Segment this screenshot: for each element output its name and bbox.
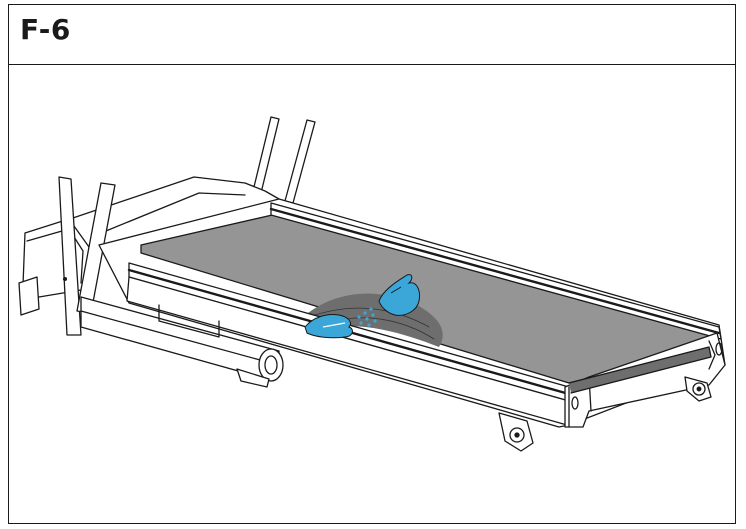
- panel-header: F-6: [9, 5, 735, 65]
- left-hand-icon: [304, 314, 353, 339]
- spray-dots-icon: [357, 307, 377, 327]
- rear-upright-post-2: [284, 119, 316, 204]
- treadmill-illustration: [18, 116, 726, 452]
- roller-bolt-far: [715, 342, 723, 356]
- base-foot: [236, 368, 270, 388]
- step-label: F-6: [20, 13, 71, 46]
- front-upright-post: [58, 176, 82, 336]
- right-hand-icon: [378, 274, 420, 316]
- instruction-panel: F-6: [8, 4, 736, 524]
- roller-bolt: [571, 396, 579, 410]
- rear-upright-post: [252, 116, 280, 194]
- base-wheel: [258, 348, 284, 382]
